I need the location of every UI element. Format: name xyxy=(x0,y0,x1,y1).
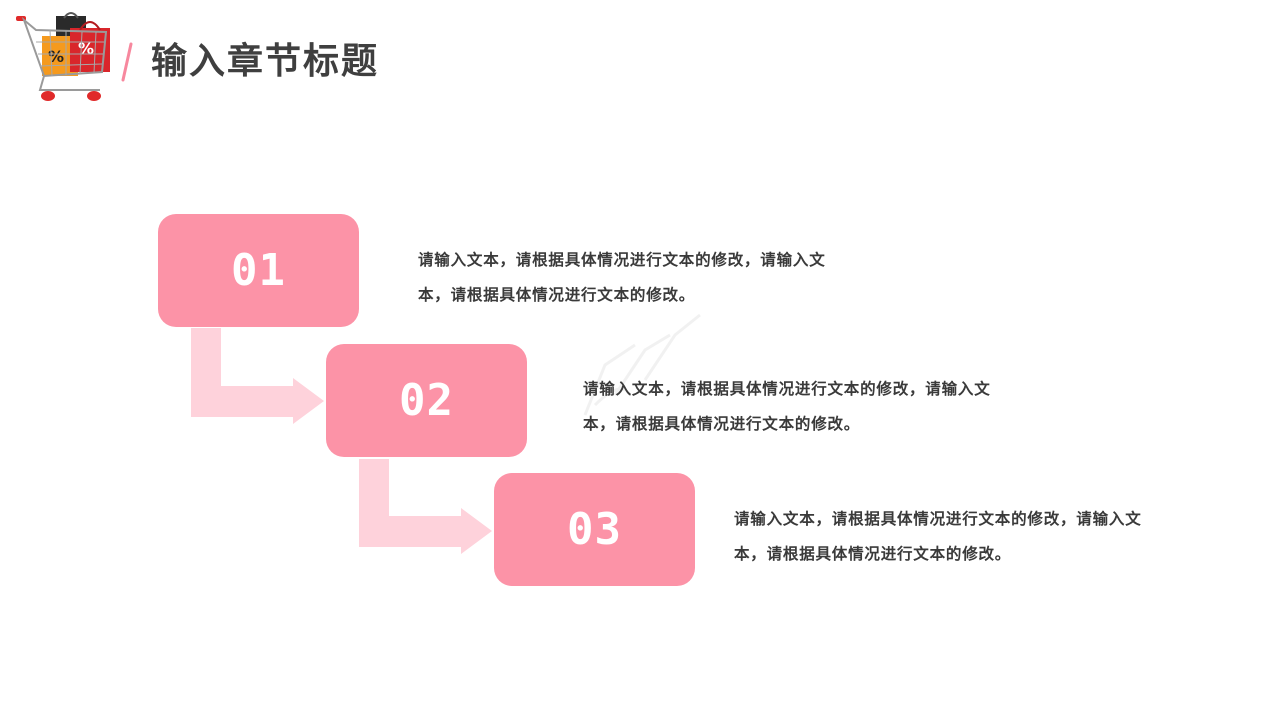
step-number-3: 03 xyxy=(567,503,622,555)
svg-text:%: % xyxy=(48,47,64,66)
step-box-3: 03 xyxy=(494,473,695,586)
step-text-1: 请输入文本，请根据具体情况进行文本的修改，请输入文本，请根据具体情况进行文本的修… xyxy=(418,251,826,304)
svg-text:%: % xyxy=(78,39,94,58)
step-text-2: 请输入文本，请根据具体情况进行文本的修改，请输入文本，请根据具体情况进行文本的修… xyxy=(583,380,991,433)
step-box-2: 02 xyxy=(326,344,527,457)
step-number-1: 01 xyxy=(231,244,286,296)
step-number-2: 02 xyxy=(399,374,454,426)
step-text-3: 请输入文本，请根据具体情况进行文本的修改，请输入文本，请根据具体情况进行文本的修… xyxy=(734,510,1142,563)
shopping-cart-icon: % % xyxy=(16,12,110,101)
title-accent-slash xyxy=(121,42,133,82)
step-box-1: 01 xyxy=(158,214,359,327)
connector-arrow-2 xyxy=(359,459,492,554)
watermark-logo xyxy=(583,313,701,416)
page-title: 输入章节标题 xyxy=(151,41,380,82)
connector-arrow-1 xyxy=(191,328,324,424)
